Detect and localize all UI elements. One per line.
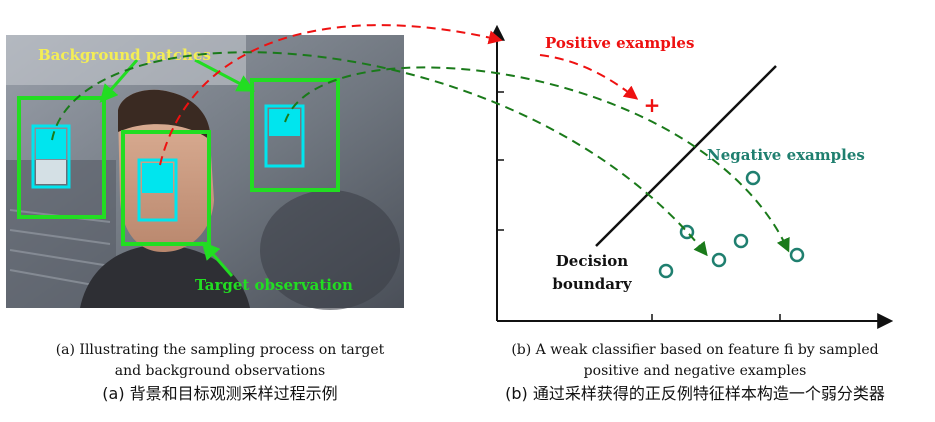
figure-canvas: Background patches Target observation + <box>6 24 894 329</box>
caption-b-line2: positive and negative examples <box>583 363 807 379</box>
target-label-arrow <box>201 241 234 277</box>
negative-example-marker <box>733 233 749 249</box>
negative-example-marker <box>658 263 674 279</box>
caption-a-line3: (a) 背景和目标观测采样过程示例 <box>102 384 338 403</box>
left-patch-to-negative-arrow <box>51 51 708 257</box>
negative-example-marker <box>745 170 761 186</box>
ceiling-light-area <box>6 35 246 85</box>
photo-panel: Background patches Target observation <box>6 35 404 310</box>
background-label-arrow-right <box>194 58 256 92</box>
caption-b-line1: (b) A weak classifier based on feature f… <box>511 342 879 358</box>
background-patch-box-right <box>250 78 340 192</box>
inner-box-target <box>137 158 178 222</box>
inner-box-left <box>31 124 71 189</box>
negative-example-markers <box>658 170 805 279</box>
target-observation-box <box>121 130 211 246</box>
sample-connectors <box>51 24 790 257</box>
negative-examples-label: Negative examples <box>707 146 865 164</box>
decision-boundary-line <box>595 65 777 247</box>
caption-b: (b) A weak classifier based on feature f… <box>455 340 935 406</box>
to-positive-arrow <box>539 54 639 100</box>
monitor-dark-area <box>260 190 400 310</box>
decision-boundary-label-line2: boundary <box>552 275 632 293</box>
right-patch-to-negative-arrow <box>284 66 790 253</box>
caption-a: (a) Illustrating the sampling process on… <box>0 340 440 406</box>
hair <box>118 89 211 140</box>
caption-a-line1: (a) Illustrating the sampling process on… <box>55 342 385 358</box>
negative-example-marker <box>711 252 727 268</box>
negative-example-marker <box>679 224 695 240</box>
inner-fill-right <box>269 109 300 136</box>
inner-fill-target <box>142 163 173 193</box>
positive-examples-label: Positive examples <box>545 34 694 52</box>
negative-example-marker <box>789 247 805 263</box>
classifier-plot: + Positive examples Negative examples De… <box>489 24 894 329</box>
axis-ticks <box>497 91 781 321</box>
caption-a-line2: and background observations <box>114 363 326 379</box>
positive-example-marker: + <box>644 93 661 117</box>
inner-light-left <box>36 160 66 184</box>
inner-fill-left <box>36 129 66 159</box>
caption-b-line3: (b) 通过采样获得的正反例特征样本构造一个弱分类器 <box>505 384 885 403</box>
background-patches-label: Background patches <box>38 46 211 64</box>
background-patch-box-left <box>17 96 106 219</box>
target-observation-label: Target observation <box>195 276 353 294</box>
inner-box-right <box>264 104 305 168</box>
target-to-axis-arrow <box>159 24 503 166</box>
background-label-arrow-left <box>99 59 139 103</box>
decision-boundary-label-line1: Decision <box>556 252 629 270</box>
